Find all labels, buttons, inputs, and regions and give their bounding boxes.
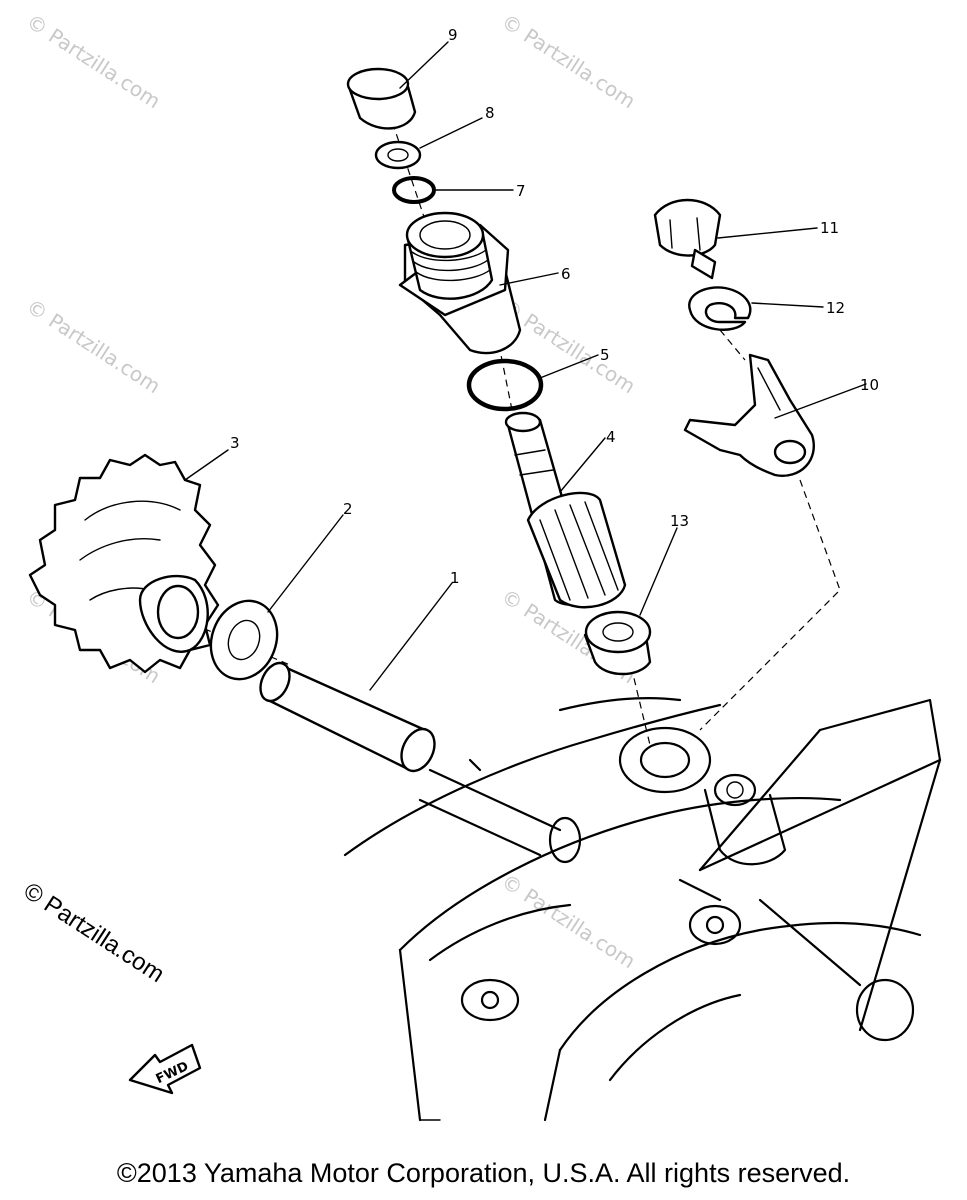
part-5-o-ring [466, 358, 544, 412]
crankcase [343, 696, 942, 1122]
callout-label-8: 8 [485, 104, 495, 122]
part-7-o-ring [392, 176, 436, 204]
callout-label-1: 1 [450, 569, 460, 587]
callout-label-4: 4 [606, 428, 616, 446]
part-4-drive-shaft [504, 411, 627, 609]
part-11-bolt [653, 198, 722, 280]
callout-label-13: 13 [670, 512, 689, 530]
callout-label-5: 5 [600, 346, 610, 364]
callout-label-6: 6 [561, 265, 571, 283]
partzilla-watermark: © Partzilla.com [19, 877, 169, 988]
part-6-housing [398, 211, 522, 355]
callout-label-9: 9 [448, 26, 458, 44]
callout-label-11: 11 [820, 219, 839, 237]
leader-lines [184, 41, 867, 691]
callout-labels: 9 8 7 6 5 4 3 2 1 13 11 12 10 [230, 26, 879, 587]
part-12-lock-washer [688, 286, 752, 331]
watermark: © Partzilla.com [497, 9, 640, 113]
copyright-notice: ©2013 Yamaha Motor Corporation, U.S.A. A… [116, 1158, 851, 1188]
callout-label-10: 10 [860, 376, 879, 394]
part-2-washer [209, 599, 279, 681]
watermark: © Partzilla.com [497, 294, 640, 398]
callout-label-12: 12 [826, 299, 845, 317]
callout-label-3: 3 [230, 434, 240, 452]
part-13-bushing [583, 610, 652, 676]
callout-label-7: 7 [516, 182, 526, 200]
part-8-washer [374, 140, 422, 170]
part-9-cap [346, 67, 417, 130]
watermark: © Partzilla.com [22, 9, 165, 113]
fwd-arrow-icon: FWD [128, 1043, 202, 1095]
part-1-shaft [259, 661, 436, 773]
callout-label-2: 2 [343, 500, 353, 518]
part-10-plate [683, 353, 815, 477]
watermark: © Partzilla.com [22, 294, 165, 398]
part-3-gear [28, 453, 220, 674]
watermark: © Partzilla.com [497, 869, 640, 973]
